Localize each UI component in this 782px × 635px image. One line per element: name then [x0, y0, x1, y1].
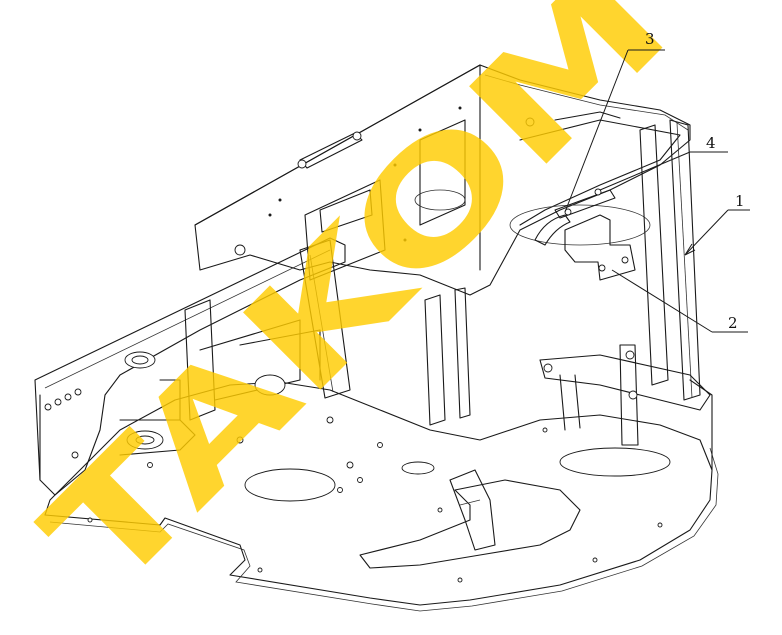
callout-label-1: 1: [735, 192, 745, 210]
left-side-frame: [34, 237, 346, 496]
callout-3: 3: [564, 30, 665, 213]
callout-label-2: 2: [728, 314, 738, 332]
upper-box-housing: [194, 64, 691, 296]
watermark-text: TAKOM: [12, 0, 701, 625]
front-mechanism: [449, 469, 496, 551]
left-posts: [184, 239, 351, 421]
bracket-part: [564, 214, 636, 281]
callout-4: 4: [599, 134, 728, 191]
right-posts: [424, 119, 701, 426]
base-plate: [44, 381, 719, 612]
callout-label-4: 4: [706, 134, 716, 152]
callout-1: 1: [684, 192, 750, 256]
callout-label-3: 3: [645, 30, 655, 48]
right-lower-bracket: [539, 344, 713, 471]
callout-2: 2: [611, 269, 748, 333]
